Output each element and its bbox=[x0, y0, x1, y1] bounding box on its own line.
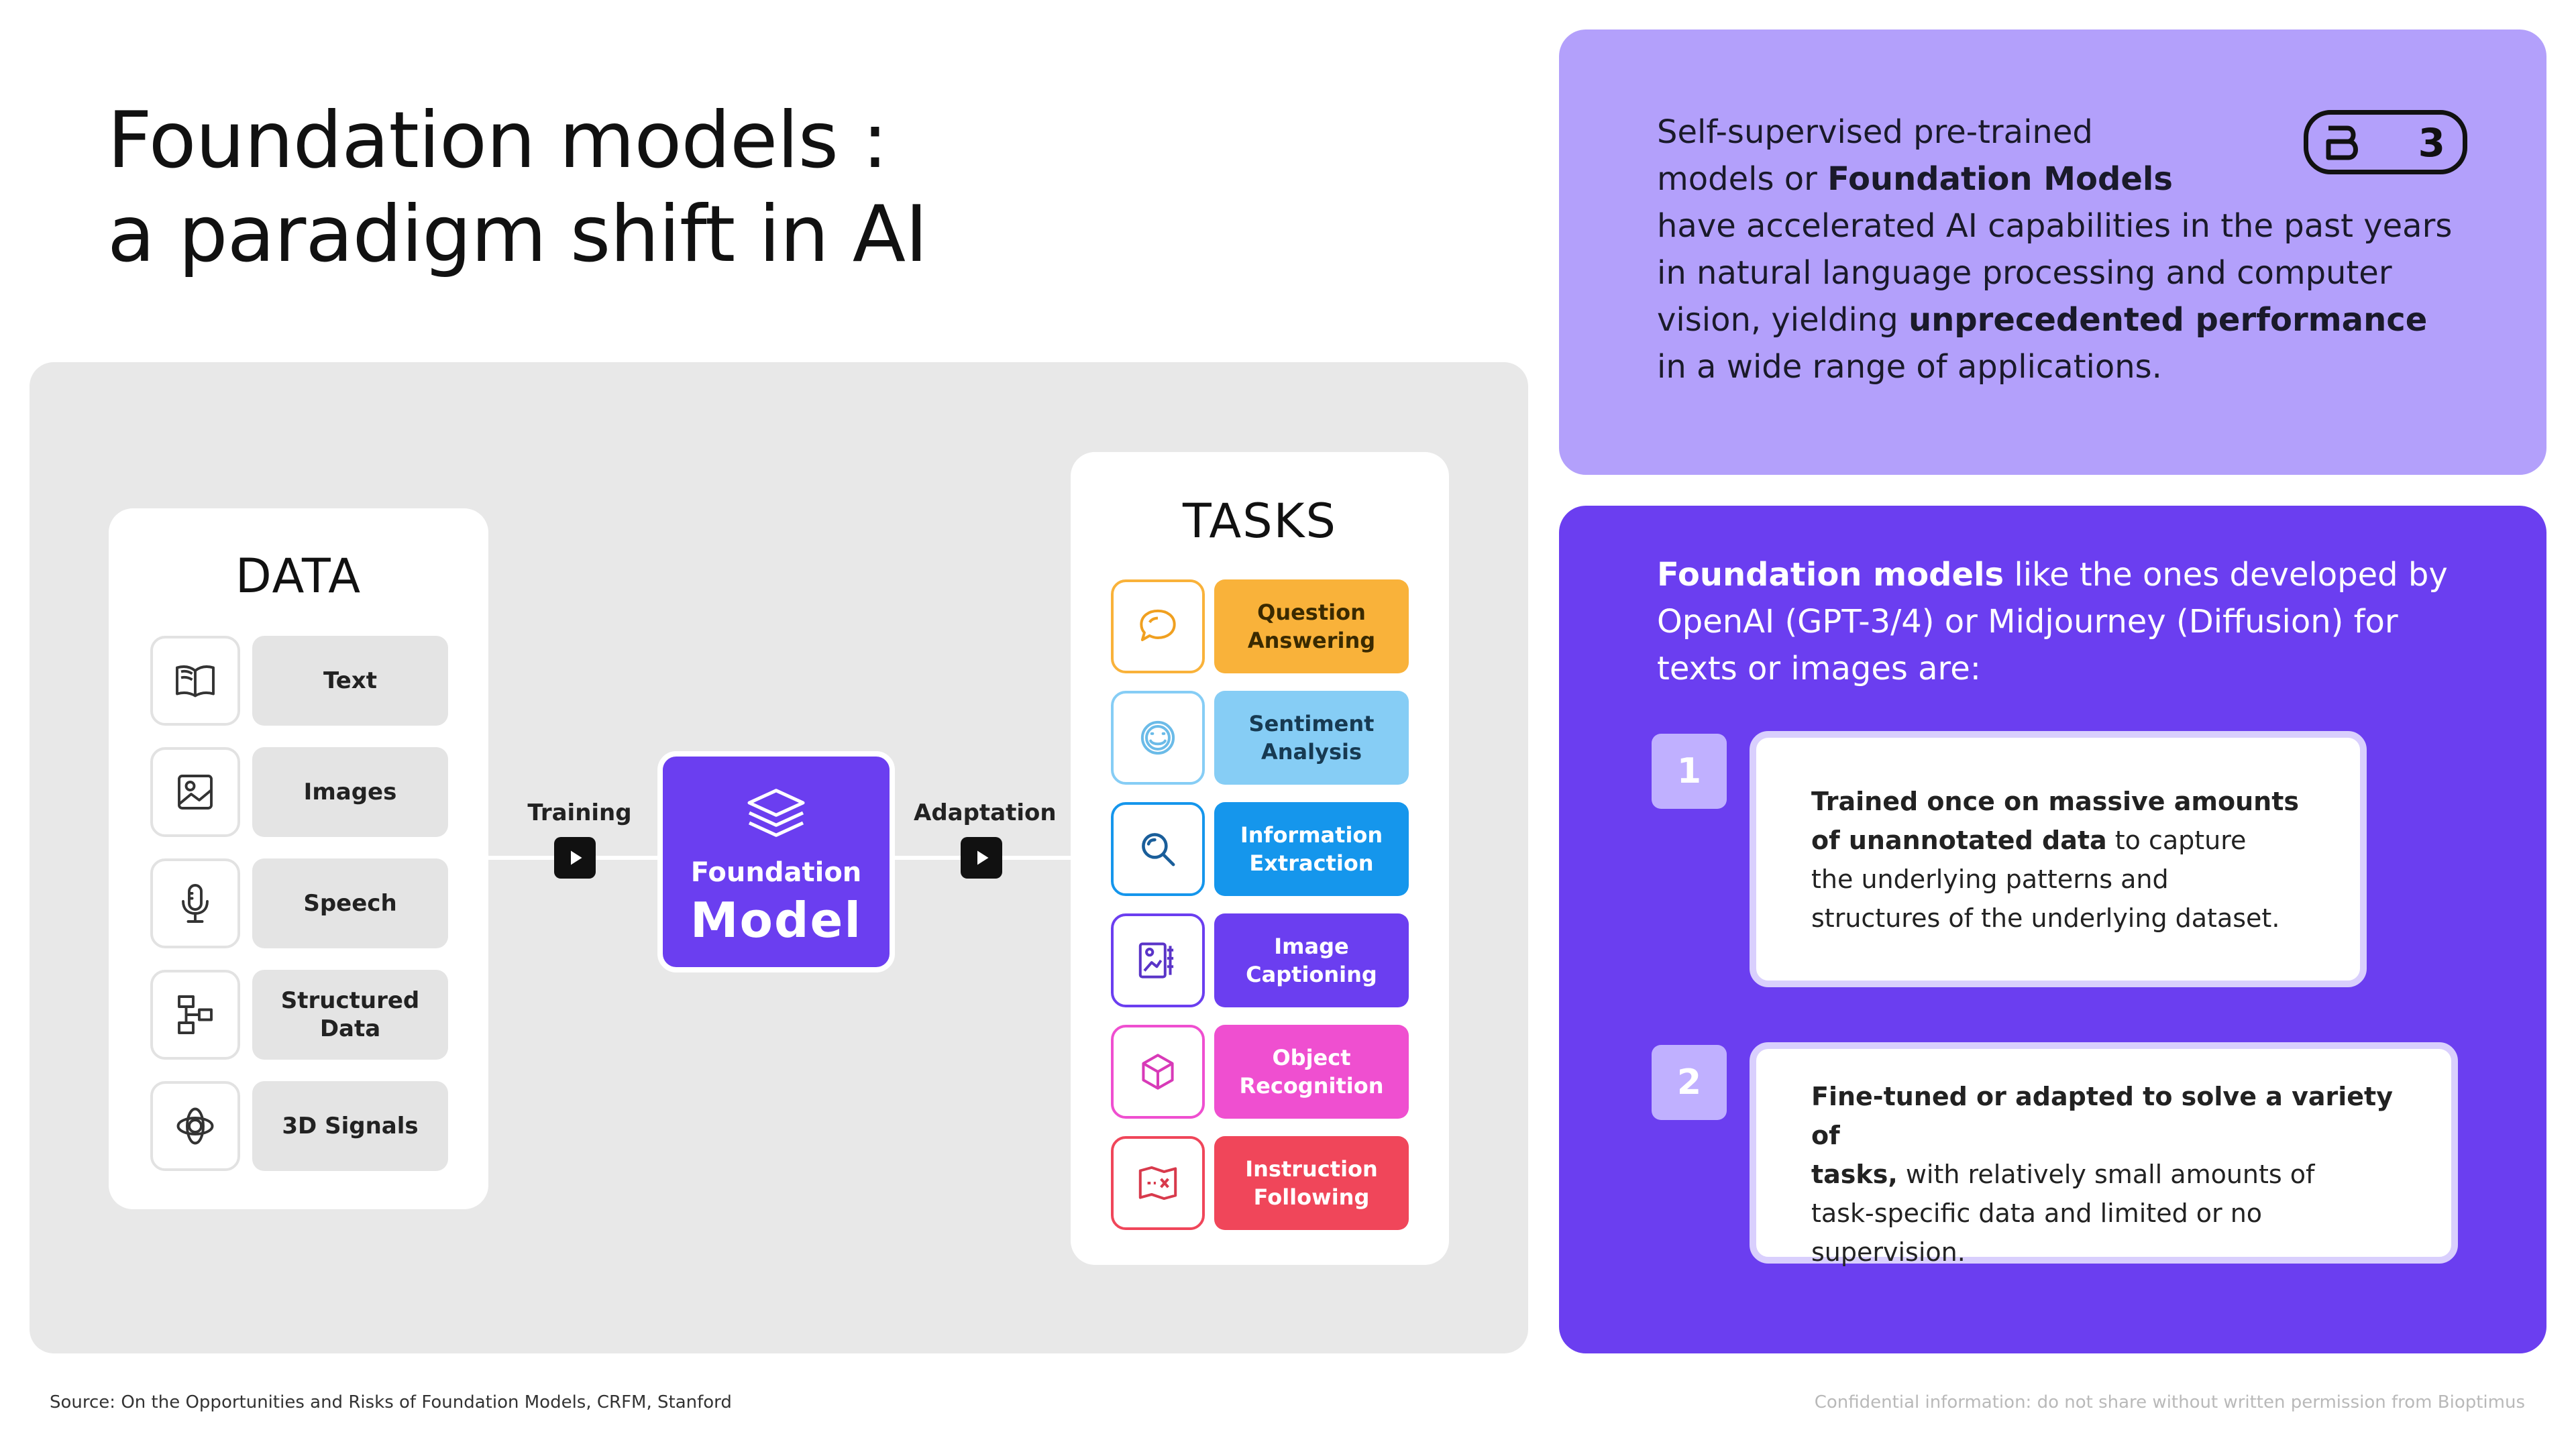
footer-confidential: Confidential information: do not share w… bbox=[1814, 1392, 2525, 1412]
intro-span: vision, yielding bbox=[1657, 301, 1909, 339]
intro-bold: Foundation Models bbox=[1827, 160, 2173, 198]
data-item-speech: Speech bbox=[150, 858, 448, 948]
structured-data-icon bbox=[150, 970, 240, 1060]
data-item-structured-data: Structured Data bbox=[150, 970, 448, 1060]
tasks-heading: TASKS bbox=[1183, 494, 1337, 549]
cube-icon bbox=[1111, 1025, 1205, 1119]
task-instruction-following: Instruction Following bbox=[1111, 1136, 1409, 1230]
footer-source: Source: On the Opportunities and Risks o… bbox=[50, 1392, 732, 1412]
data-item-label: Text bbox=[252, 636, 448, 726]
fm-intro-line: texts or images are: bbox=[1657, 650, 1981, 687]
fm-intro-bold: Foundation models bbox=[1657, 556, 2004, 594]
data-item-label: 3D Signals bbox=[252, 1081, 448, 1171]
point-bold: Fine-tuned or adapted to solve a variety… bbox=[1811, 1082, 2393, 1150]
search-icon bbox=[1111, 802, 1205, 896]
data-item-label: Images bbox=[252, 747, 448, 837]
point-2-badge: 2 bbox=[1652, 1045, 1727, 1120]
title-line-2: a paradigm shift in AI bbox=[107, 189, 928, 280]
bioptimus-logo: 3 bbox=[2304, 110, 2467, 174]
training-label: Training bbox=[527, 799, 632, 826]
3d-signal-icon bbox=[150, 1081, 240, 1171]
point-line: the underlying patterns and bbox=[1811, 865, 2169, 894]
task-label: Object Recognition bbox=[1214, 1025, 1409, 1119]
smiley-icon bbox=[1111, 691, 1205, 785]
image-caption-icon bbox=[1111, 913, 1205, 1007]
task-sentiment-analysis: Sentiment Analysis bbox=[1111, 691, 1409, 785]
point-1-text: Trained once on massive amounts of unann… bbox=[1811, 782, 2320, 938]
fm-intro-span: like the ones developed by bbox=[2004, 556, 2448, 594]
intro-line: vision, yielding unprecedented performan… bbox=[1657, 296, 2482, 343]
data-item-images: Images bbox=[150, 747, 448, 837]
point-line: Fine-tuned or adapted to solve a variety… bbox=[1811, 1077, 2411, 1155]
foundation-model-box: Foundation Model bbox=[657, 751, 895, 972]
data-item-label: Speech bbox=[252, 858, 448, 948]
point-line: of unannotated data to capture bbox=[1811, 821, 2320, 860]
logo-number: 3 bbox=[2418, 120, 2445, 166]
adaptation-label: Adaptation bbox=[914, 799, 1057, 826]
point-1-badge: 1 bbox=[1652, 734, 1727, 809]
point-line: tasks, with relatively small amounts of bbox=[1811, 1155, 2411, 1194]
point-2-card: Fine-tuned or adapted to solve a variety… bbox=[1750, 1042, 2458, 1267]
data-item-label: Structured Data bbox=[252, 970, 448, 1060]
point-span: to capture bbox=[2106, 826, 2247, 855]
foundation-model-line1: Foundation bbox=[690, 857, 862, 888]
point-line: supervision. bbox=[1811, 1237, 1966, 1267]
title-line-1: Foundation models : bbox=[107, 95, 888, 186]
intro-text: Self-supervised pre-trained models or Fo… bbox=[1657, 109, 2482, 390]
data-card: DATA Text Images bbox=[109, 508, 488, 1209]
task-object-recognition: Object Recognition bbox=[1111, 1025, 1409, 1119]
point-bold: tasks, bbox=[1811, 1160, 1898, 1189]
task-image-captioning: Image Captioning bbox=[1111, 913, 1409, 1007]
point-line: structures of the underlying dataset. bbox=[1811, 903, 2280, 933]
layers-icon bbox=[663, 785, 890, 841]
data-heading: DATA bbox=[235, 549, 362, 604]
task-label: Sentiment Analysis bbox=[1214, 691, 1409, 785]
page-title: Foundation models : a paradigm shift in … bbox=[107, 94, 1449, 282]
intro-span: models or bbox=[1657, 160, 1828, 198]
intro-line: in natural language processing and compu… bbox=[1657, 254, 2392, 292]
point-1-card: Trained once on massive amounts of unann… bbox=[1750, 731, 2367, 987]
microphone-icon bbox=[150, 858, 240, 948]
b-logo-mark bbox=[2326, 125, 2358, 160]
data-item-3d-signals: 3D Signals bbox=[150, 1081, 448, 1171]
data-item-text: Text bbox=[150, 636, 448, 726]
task-label: Information Extraction bbox=[1214, 802, 1409, 896]
fm-intro-line: Foundation models like the ones develope… bbox=[1657, 551, 2462, 598]
intro-panel: Self-supervised pre-trained models or Fo… bbox=[1559, 30, 2546, 475]
point-bold: of unannotated data bbox=[1811, 826, 2107, 855]
intro-line: models or Foundation Models bbox=[1657, 156, 2482, 203]
tasks-card: TASKS Question Answering Sentiment Analy… bbox=[1071, 452, 1449, 1265]
fm-panel-intro: Foundation models like the ones develope… bbox=[1657, 551, 2462, 692]
point-span: with relatively small amounts of bbox=[1897, 1160, 2315, 1189]
chat-bubble-icon bbox=[1111, 579, 1205, 673]
point-bold: Trained once on massive amounts bbox=[1811, 787, 2299, 816]
task-question-answering: Question Answering bbox=[1111, 579, 1409, 673]
intro-line: have accelerated AI capabilities in the … bbox=[1657, 207, 2453, 245]
point-line: Trained once on massive amounts bbox=[1811, 782, 2320, 821]
foundation-models-panel: Foundation models like the ones develope… bbox=[1559, 506, 2546, 1353]
task-information-extraction: Information Extraction bbox=[1111, 802, 1409, 896]
foundation-model-line2: Model bbox=[690, 892, 863, 948]
task-label: Question Answering bbox=[1214, 579, 1409, 673]
training-play-icon bbox=[554, 837, 596, 879]
point-line: task-specific data and limited or no bbox=[1811, 1198, 2263, 1228]
fm-intro-line: OpenAI (GPT-3/4) or Midjourney (Diffusio… bbox=[1657, 603, 2398, 640]
instruction-map-icon bbox=[1111, 1136, 1205, 1230]
task-label: Image Captioning bbox=[1214, 913, 1409, 1007]
image-icon bbox=[150, 747, 240, 837]
task-label: Instruction Following bbox=[1214, 1136, 1409, 1230]
point-2-text: Fine-tuned or adapted to solve a variety… bbox=[1811, 1077, 2411, 1272]
intro-line: in a wide range of applications. bbox=[1657, 348, 2162, 386]
book-icon bbox=[150, 636, 240, 726]
intro-line: Self-supervised pre-trained bbox=[1657, 113, 2093, 151]
intro-bold: unprecedented performance bbox=[1908, 301, 2428, 339]
adaptation-play-icon bbox=[961, 837, 1002, 879]
